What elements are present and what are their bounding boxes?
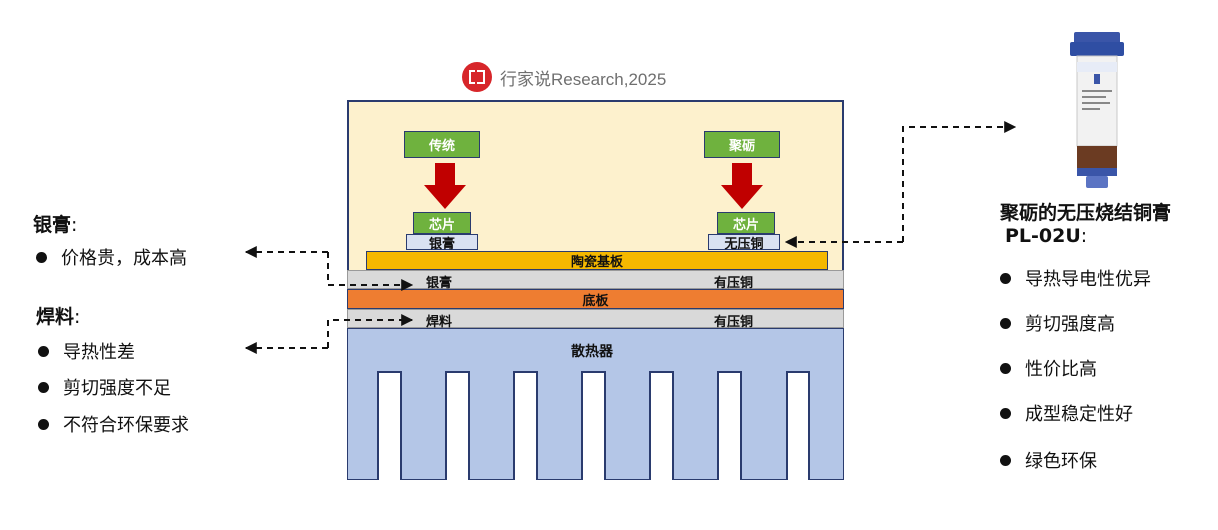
bond-layer-2: 焊料 有压铜 <box>347 309 844 330</box>
bond-layer-1-left: 银膏 <box>426 276 453 291</box>
base-label: 底板 <box>582 293 609 309</box>
base-plate: 底板 <box>347 289 844 309</box>
left-chip-attach: 银膏 <box>406 234 478 252</box>
list-item: 价格贵，成本高 <box>36 244 187 270</box>
list-item: 性价比高 <box>1000 355 1097 381</box>
heatsink-label: 散热器 <box>571 344 613 360</box>
bond-layer-1-right: 有压铜 <box>714 276 754 291</box>
product-syringe-image <box>1070 32 1124 188</box>
right-down-arrow-icon <box>721 163 763 209</box>
ceramic-label: 陶瓷基板 <box>570 255 623 270</box>
left-chip: 芯片 <box>413 212 471 234</box>
right-chip-attach: 无压铜 <box>708 234 780 252</box>
bond-layer-1: 银膏 有压铜 <box>347 270 844 291</box>
product-heading: 聚砺的无压烧结铜膏 <box>1000 202 1172 224</box>
watermark-text: 行家说Research,2025 <box>500 69 667 89</box>
silver-paste-heading: 银膏: <box>33 214 78 236</box>
list-item: 成型稳定性好 <box>1000 400 1133 426</box>
watermark-logo <box>462 62 492 92</box>
ceramic-substrate: 陶瓷基板 <box>366 251 828 270</box>
right-chip: 芯片 <box>717 212 775 234</box>
left-process-label: 传统 <box>404 131 480 158</box>
list-item: 不符合环保要求 <box>38 411 189 437</box>
list-item: 导热导电性优异 <box>1000 265 1151 291</box>
list-item: 导热性差 <box>38 338 135 364</box>
right-process-label: 聚砺 <box>704 131 780 158</box>
list-item: 剪切强度高 <box>1000 310 1115 336</box>
list-item: 绿色环保 <box>1000 447 1097 473</box>
bond-layer-2-left: 焊料 <box>426 315 453 330</box>
watermark: 行家说Research,2025 <box>462 62 666 92</box>
bond-layer-2-right: 有压铜 <box>714 315 754 330</box>
solder-heading: 焊料: <box>36 306 81 328</box>
heatsink <box>347 328 844 480</box>
left-down-arrow-icon <box>424 163 466 209</box>
list-item: 剪切强度不足 <box>38 374 171 400</box>
product-model: PL-02U: <box>1005 225 1088 247</box>
